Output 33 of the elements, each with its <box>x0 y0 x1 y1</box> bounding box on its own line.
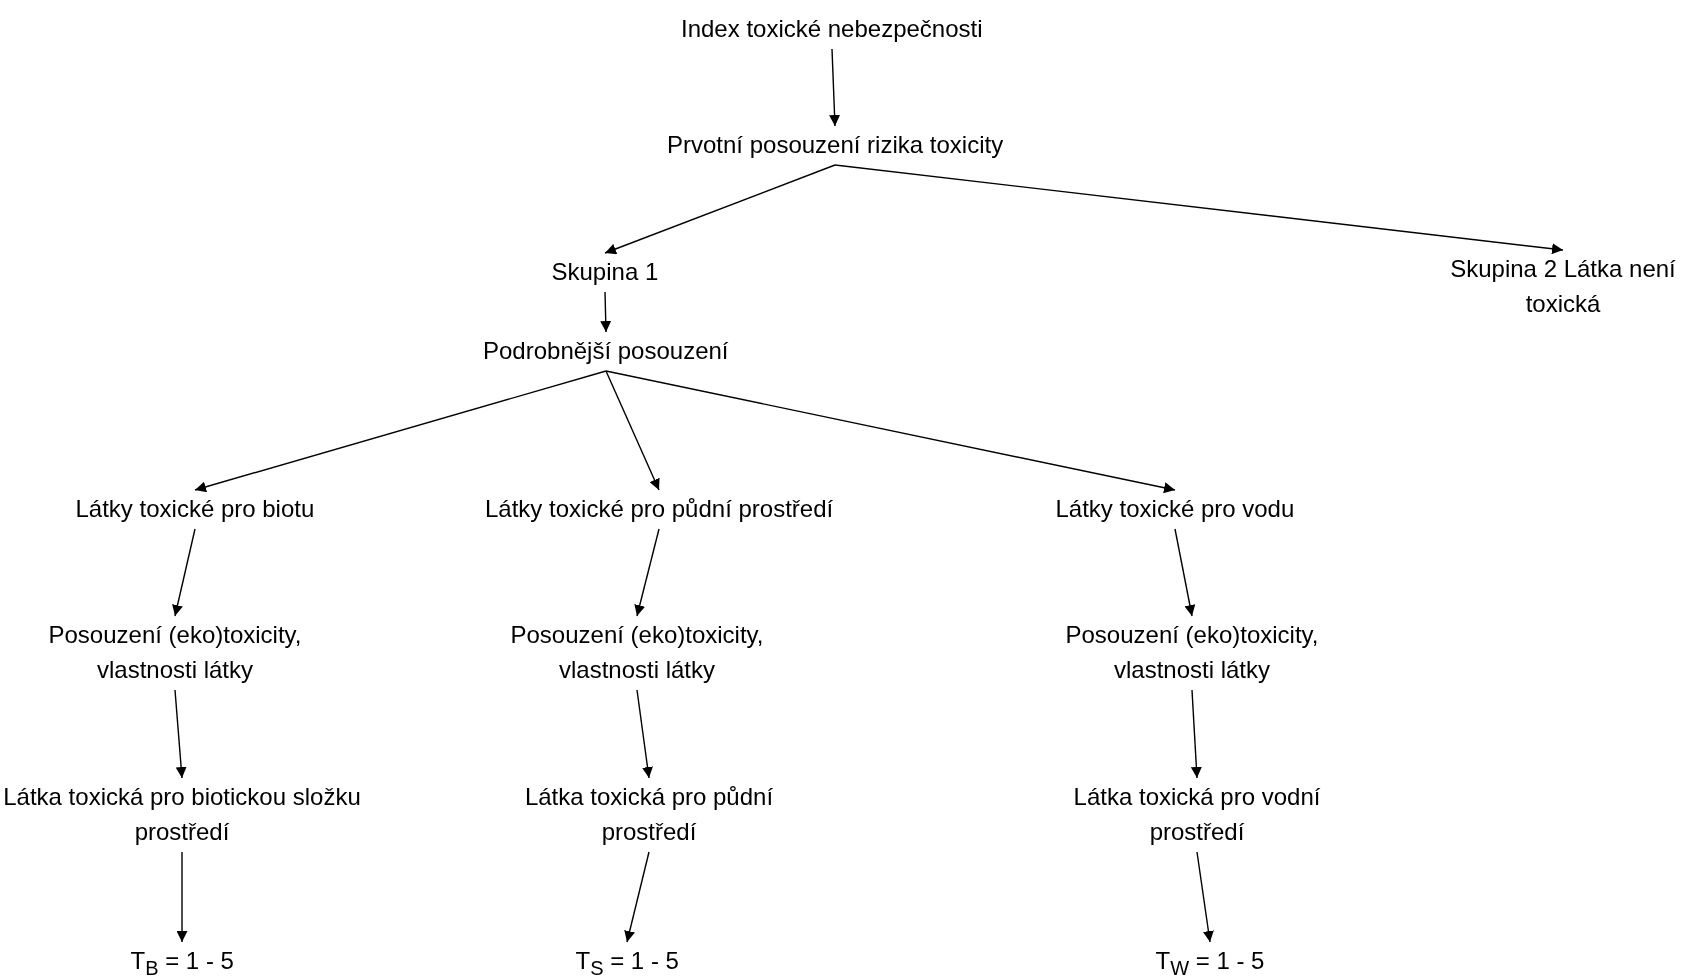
node-label: Podrobnější posouzení <box>483 334 729 369</box>
arrow <box>1190 689 1202 779</box>
node-label: Posouzení (eko)toxicity, vlastnosti látky <box>15 618 335 688</box>
arrow <box>176 851 188 943</box>
arrow <box>604 164 836 255</box>
node-label: Skupina 2 Látka není toxická <box>1433 252 1693 322</box>
arrow <box>1174 528 1196 617</box>
node-label: Posouzení (eko)toxicity, vlastnosti látky <box>477 618 797 688</box>
arrow <box>174 689 187 779</box>
node-label: Látky toxické pro vodu <box>1055 492 1295 527</box>
node-label: Látky toxické pro biotu <box>75 492 315 527</box>
node-label: Posouzení (eko)toxicity, vlastnosti látky <box>1032 618 1352 688</box>
node-label: Látky toxické pro půdní prostředí <box>485 492 834 527</box>
arrow <box>194 370 607 493</box>
node-label: T$_{W}$ = 1 - 5 <box>1155 944 1265 980</box>
arrow <box>624 851 650 943</box>
node-label: Skupina 1 <box>551 255 659 290</box>
node-label: T$_{S}$ = 1 - 5 <box>575 944 679 980</box>
arrow <box>1196 851 1214 943</box>
arrow <box>605 370 1176 494</box>
arrow <box>829 48 841 127</box>
node-label: Index toxické nebezpečnosti <box>681 12 983 47</box>
arrow <box>600 291 612 333</box>
node-label: Látka toxická pro biotickou složku prostředí <box>2 780 362 850</box>
arrow <box>172 528 196 617</box>
node-label: Látka toxická pro vodní prostředí <box>1037 780 1357 850</box>
arrow <box>834 164 1564 255</box>
node-label: Prvotní posouzení rizika toxicity <box>667 128 1004 163</box>
node-label: Látka toxická pro půdní prostředí <box>489 780 809 850</box>
arrow <box>634 528 660 617</box>
node-label: T$_{B}$ = 1 - 5 <box>130 944 234 980</box>
arrow <box>636 689 653 779</box>
arrow <box>605 370 660 491</box>
